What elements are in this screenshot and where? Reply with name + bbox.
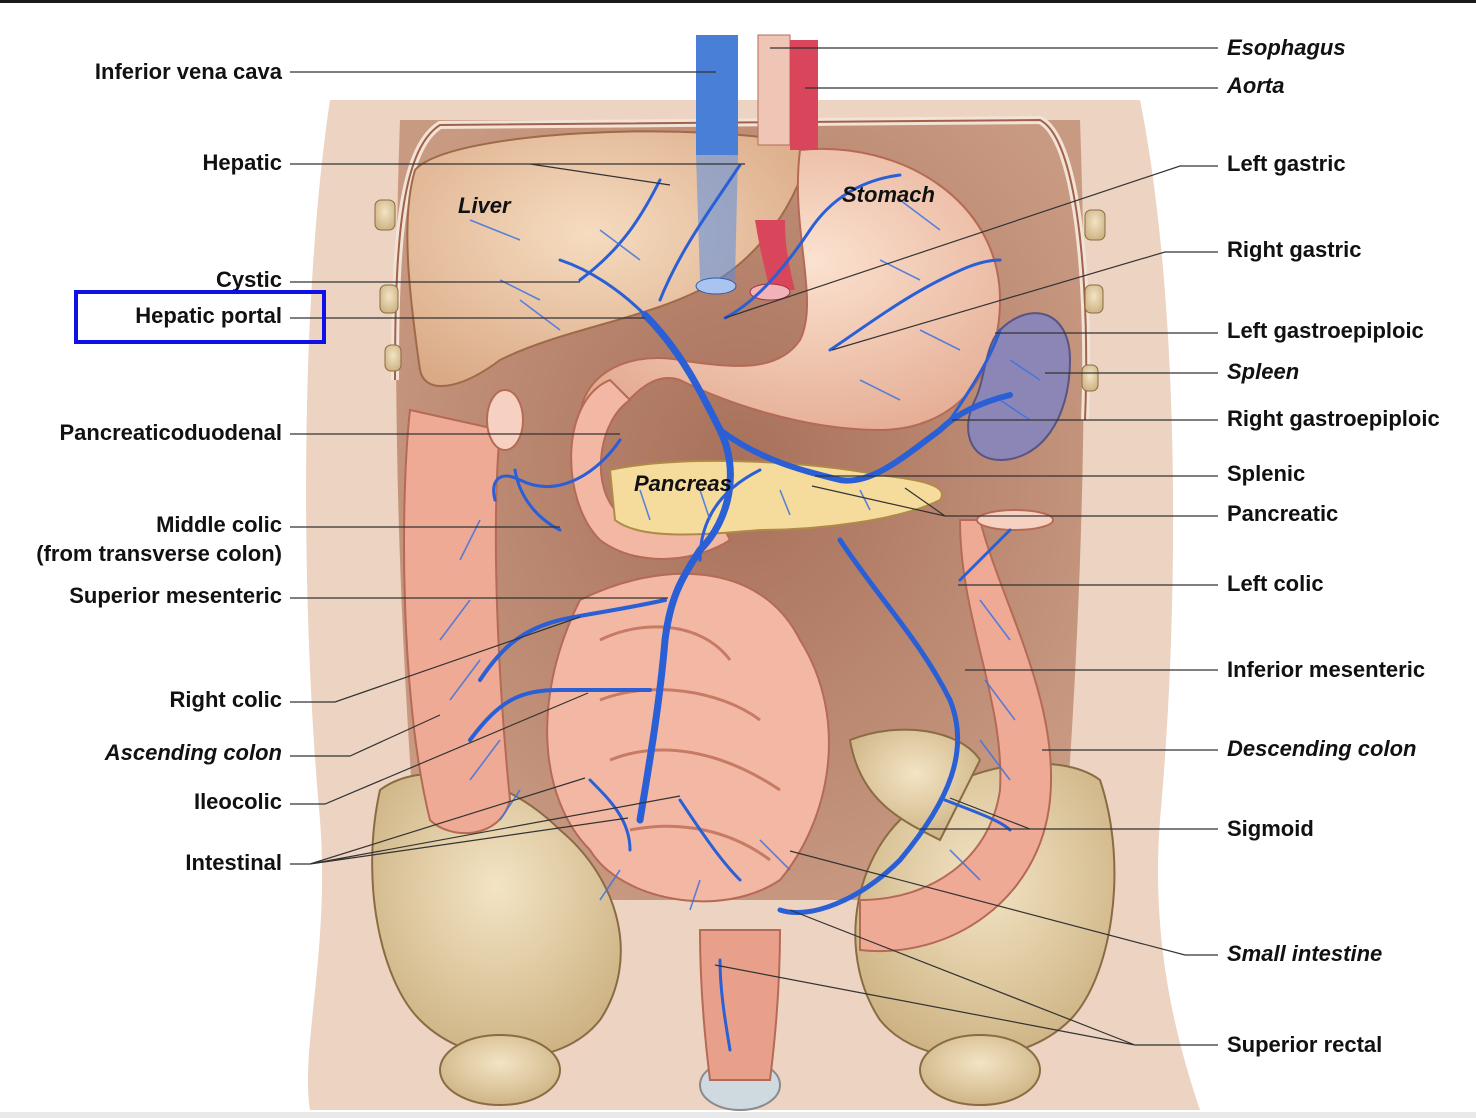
aorta-shape bbox=[790, 40, 818, 150]
organ-label-liver: Liver bbox=[458, 193, 511, 218]
rectum bbox=[698, 929, 782, 1081]
duodenum bbox=[570, 378, 732, 560]
top-border bbox=[0, 0, 1476, 3]
label-right-colic: Right colic bbox=[169, 687, 282, 712]
label-middle-colic-sub: (from transverse colon) bbox=[36, 541, 282, 566]
label-left-gastroepiploic: Left gastroepiploic bbox=[1227, 318, 1424, 343]
label-descending-colon: Descending colon bbox=[1227, 736, 1417, 761]
label-hepatic-portal: Hepatic portal bbox=[135, 303, 282, 328]
left-leader-lines bbox=[290, 71, 745, 865]
label-superior-rectal: Superior rectal bbox=[1227, 1032, 1383, 1057]
ivc-shape bbox=[696, 35, 738, 155]
label-esophagus: Esophagus bbox=[1227, 35, 1346, 60]
label-right-gastric: Right gastric bbox=[1227, 237, 1362, 262]
label-inferior-mesenteric: Inferior mesenteric bbox=[1227, 657, 1426, 682]
label-pancreatic: Pancreatic bbox=[1227, 501, 1339, 526]
organ-label-stomach: Stomach bbox=[842, 182, 935, 207]
label-middle-colic: Middle colic bbox=[156, 512, 282, 537]
bottom-border bbox=[0, 1112, 1476, 1118]
portal-veins bbox=[468, 163, 1013, 1052]
esophagus-shape bbox=[757, 34, 791, 146]
label-left-colic: Left colic bbox=[1227, 571, 1324, 596]
label-cystic: Cystic bbox=[215, 267, 282, 292]
label-spleen: Spleen bbox=[1227, 359, 1300, 384]
label-splenic: Splenic bbox=[1227, 461, 1306, 486]
descending-colon-shape bbox=[859, 519, 1053, 953]
stomach-shape bbox=[578, 147, 1002, 432]
label-inferior-vena-cava: Inferior vena cava bbox=[94, 59, 282, 84]
label-left-gastric: Left gastric bbox=[1227, 151, 1346, 176]
label-aorta: Aorta bbox=[1227, 73, 1285, 98]
label-right-gastroepiploic: Right gastroepiploic bbox=[1227, 406, 1440, 431]
ascending-colon-shape bbox=[403, 408, 512, 834]
label-ascending-colon: Ascending colon bbox=[104, 740, 282, 765]
right-leader-lines bbox=[714, 47, 1218, 1046]
label-pancreaticoduodenal: Pancreaticoduodenal bbox=[59, 420, 282, 445]
label-hepatic: Hepatic bbox=[202, 150, 282, 175]
label-ileocolic: Ileocolic bbox=[193, 789, 282, 814]
label-intestinal: Intestinal bbox=[185, 850, 282, 875]
label-small-intestine: Small intestine bbox=[1227, 941, 1383, 966]
organ-label-pancreas: Pancreas bbox=[634, 471, 732, 496]
highlight-box-hepatic-portal bbox=[74, 290, 326, 344]
label-superior-mesenteric: Superior mesenteric bbox=[69, 583, 282, 608]
label-sigmoid: Sigmoid bbox=[1227, 816, 1314, 841]
